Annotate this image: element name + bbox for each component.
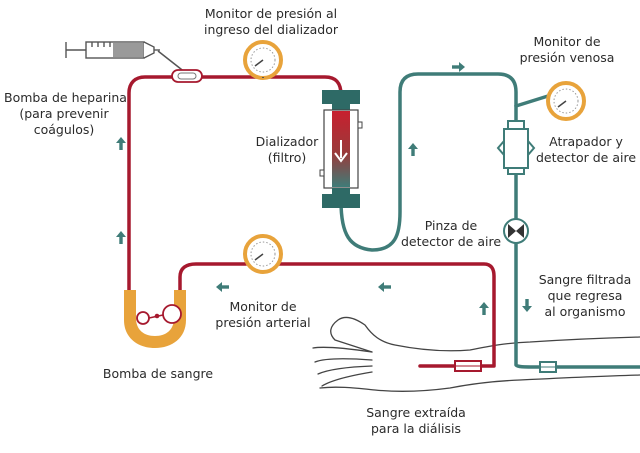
venous-line [339,72,640,369]
label-air-clamp: Pinza de detector de aire [400,218,502,249]
pressure-gauge-icon [546,81,586,121]
pressure-gauge-icon [243,234,283,274]
venous-needle [539,361,557,373]
syringe-icon [65,41,160,59]
label-arterial-inlet-monitor: Monitor de presión al ingreso del dializ… [203,6,339,37]
clamp-icon [503,218,529,244]
label-extracted-blood: Sangre extraída para la diálisis [366,405,466,436]
label-arterial-monitor: Monitor de presión arterial [215,299,311,330]
pressure-gauge-icon [243,40,283,80]
label-dialyzer: Dializador (filtro) [255,134,319,165]
label-venous-monitor: Monitor de presión venosa [519,34,615,65]
pump-icon [124,290,186,348]
arm-icon [312,316,640,392]
dialyzer-icon [319,90,363,208]
label-blood-pump: Bomba de sangre [102,366,214,381]
label-heparin-pump: Bomba de heparina (para prevenir coágulo… [4,90,127,137]
arterial-line [127,75,496,368]
arterial-needle [454,360,482,372]
flow-arrow-icon [116,62,532,315]
heparin-connector [171,69,203,83]
label-air-trap: Atrapador y detector de aire [535,134,637,165]
air-trap-icon [496,120,536,175]
label-filtered-blood: Sangre filtrada que regresa al organismo [538,272,632,319]
